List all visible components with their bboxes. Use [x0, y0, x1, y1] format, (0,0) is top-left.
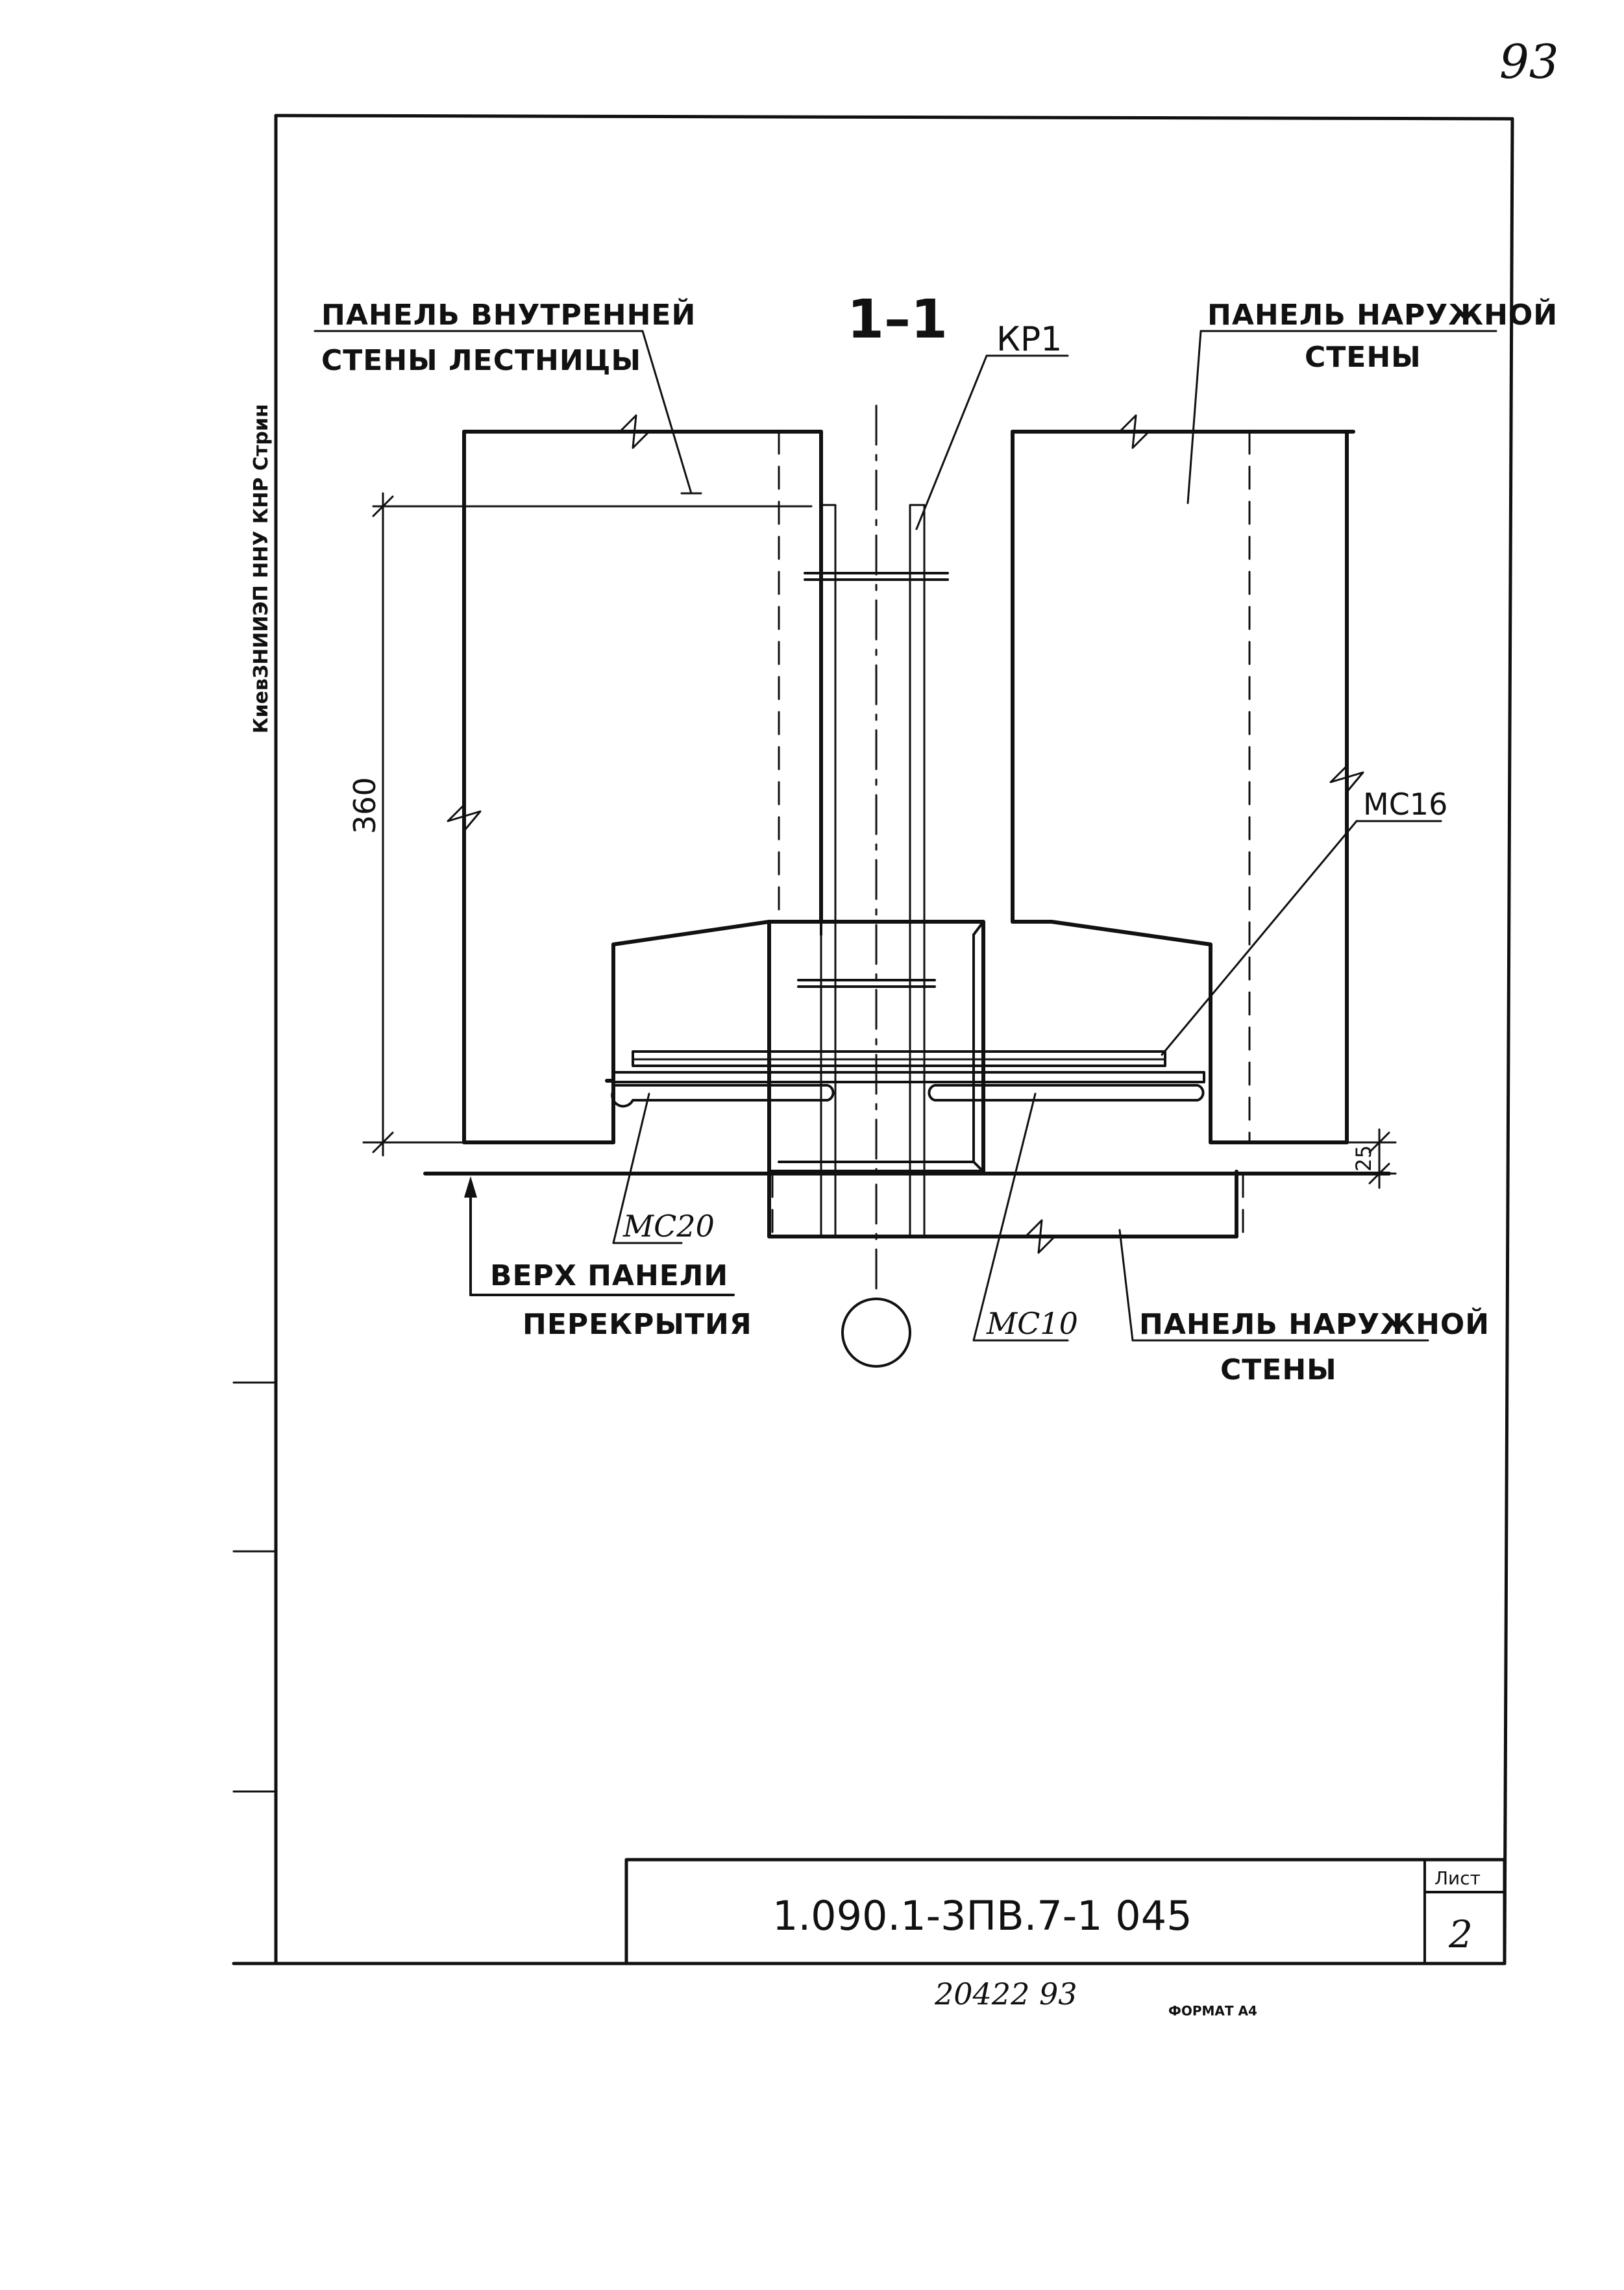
inventory-number: 20422 93: [934, 1976, 1077, 2012]
dimension-25: [1346, 1128, 1397, 1189]
label-slab-top-1: ВЕРХ ПАНЕЛИ: [490, 1259, 728, 1292]
format-label: ФОРМАТ А4: [1168, 2003, 1257, 2019]
label-slab-top-2: ПЕРЕКРЫТИЯ: [523, 1308, 752, 1341]
label-mc16: МС16: [1363, 787, 1447, 822]
reinforcement-rods: [797, 504, 949, 1238]
title-block: [624, 1858, 1507, 1965]
dimension-25-text: 25: [1351, 1145, 1376, 1172]
hidden-edges: [771, 430, 1251, 1238]
leader-lines: [314, 330, 1497, 1342]
label-mc10: МС10: [986, 1306, 1078, 1341]
dimension-360: [362, 492, 813, 1157]
sheet-frame: [232, 114, 1514, 1965]
right-outer-wall-panel: [1011, 414, 1364, 1144]
axis-marker: [841, 404, 911, 1368]
sheet-label: Лист: [1434, 1867, 1481, 1889]
slab-top-arrow: [464, 1176, 735, 1296]
label-outer-panel-top-1: ПАНЕЛЬ НАРУЖНОЙ: [1207, 297, 1558, 332]
page-number: 93: [1499, 34, 1559, 89]
left-inner-wall-panel: [447, 414, 823, 1144]
sheet-number: 2: [1448, 1912, 1473, 1956]
label-inner-panel-2: СТЕНЫ ЛЕСТНИЦЫ: [321, 344, 641, 377]
dimension-360-text: 360: [347, 777, 382, 834]
drawing-code: 1.090.1-3ПВ.7-1 045: [772, 1892, 1192, 1939]
margin-stamp: КиевЗНИИЭП ННУ КНР Стрин: [250, 404, 273, 733]
lower-outer-wall-panel: [767, 1170, 1238, 1254]
label-inner-panel-1: ПАНЕЛЬ ВНУТРЕННЕЙ: [321, 297, 696, 332]
section-mark: 1–1: [847, 289, 948, 351]
embedded-plates: [611, 1050, 1205, 1108]
label-mc20: МС20: [622, 1209, 715, 1244]
label-outer-panel-bottom-1: ПАНЕЛЬ НАРУЖНОЙ: [1139, 1307, 1490, 1341]
label-kp1: КР1: [996, 320, 1062, 359]
label-outer-panel-top-2: СТЕНЫ: [1305, 341, 1421, 374]
label-outer-panel-bottom-2: СТЕНЫ: [1220, 1353, 1337, 1386]
